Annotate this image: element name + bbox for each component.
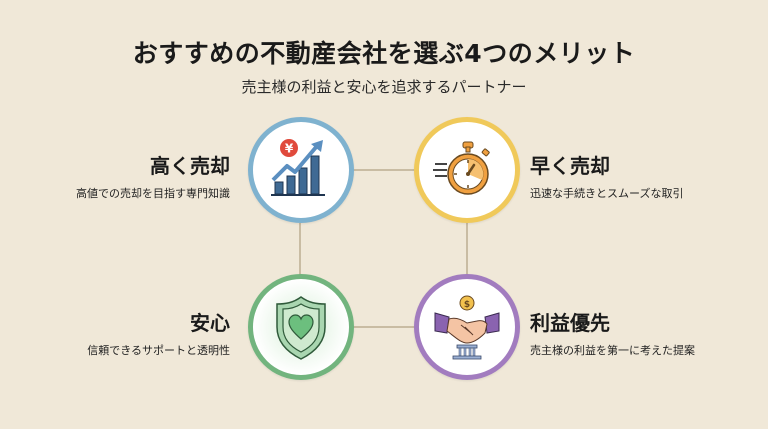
merit-title: 利益優先 — [530, 311, 610, 335]
merit-description: 売主様の利益を第一に考えた提案 — [530, 344, 695, 357]
merit-title: 高く売却 — [150, 154, 230, 178]
connector-right — [466, 223, 468, 275]
merit-title: 早く売却 — [530, 154, 610, 178]
merit-description: 迅速な手続きとスムーズな取引 — [530, 187, 684, 200]
merit-label-peace-of-mind: 安心 信頼できるサポートと透明性 — [87, 307, 230, 358]
rising-chart-yen-icon: ¥ — [271, 139, 325, 196]
merit-circle-profit-first: $ — [414, 274, 520, 380]
merit-description: 高値での売却を目指す専門知識 — [76, 187, 230, 200]
stopwatch-icon — [433, 141, 490, 195]
connector-left — [299, 223, 301, 275]
merit-circle-high-sale: ¥ — [248, 117, 354, 223]
merit-label-profit-first: 利益優先 売主様の利益を第一に考えた提案 — [530, 307, 695, 358]
connector-bottom — [353, 326, 415, 328]
page-title: おすすめの不動産会社を選ぶ4つのメリット — [132, 39, 636, 68]
connector-top — [353, 169, 415, 171]
merit-circle-peace-of-mind — [248, 274, 354, 380]
merit-label-high-sale: 高く売却 高値での売却を目指す専門知識 — [76, 150, 230, 201]
merit-label-fast-sale: 早く売却 迅速な手続きとスムーズな取引 — [530, 150, 683, 201]
merit-circle-fast-sale — [414, 117, 520, 223]
svg-text:$: $ — [464, 300, 470, 310]
svg-text:¥: ¥ — [285, 142, 294, 156]
handshake-dollar-icon: $ — [434, 295, 500, 360]
merit-title: 安心 — [190, 311, 230, 335]
merit-description: 信頼できるサポートと透明性 — [87, 344, 230, 357]
page-subtitle: 売主様の利益と安心を追求するパートナー — [241, 78, 527, 96]
shield-heart-icon — [276, 296, 326, 360]
